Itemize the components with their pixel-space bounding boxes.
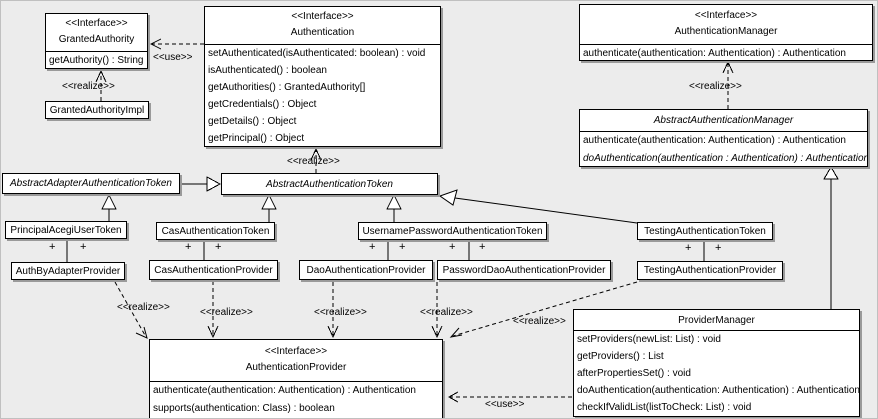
class-principal-acegi-user-token[interactable]: PrincipalAcegiUserToken <box>5 221 127 239</box>
class-granted-authority[interactable]: <<Interface>> GrantedAuthority getAuthor… <box>45 13 148 69</box>
method-row: authenticate(authentication: Authenticat… <box>153 385 416 396</box>
class-cas-authentication-provider[interactable]: CasAuthenticationProvider <box>149 260 278 280</box>
realize-label: <<realize>> <box>117 302 170 313</box>
method-row: authenticate(authentication: Authenticat… <box>583 48 846 59</box>
class-name: AbstractAuthenticationToken <box>266 178 393 190</box>
method-row: getPrincipal() : Object <box>208 133 305 144</box>
class-name: CasAuthenticationToken <box>161 225 270 237</box>
realize-edge-grantedauthorityimpl[interactable] <box>95 69 107 101</box>
class-granted-authority-impl[interactable]: GrantedAuthorityImpl <box>45 101 149 119</box>
generalization-edge-usernamepasswordtoken[interactable] <box>386 193 402 222</box>
class-authentication-provider[interactable]: <<Interface>> AuthenticationProvider aut… <box>149 339 443 418</box>
class-name: ProviderManager <box>574 310 859 331</box>
class-name: AuthenticationProvider <box>245 362 347 373</box>
class-header: <<Interface>> AuthenticationManager <box>580 5 872 45</box>
class-name: AbstractAdapterAuthenticationToken <box>10 178 172 189</box>
method-row: getAuthorities() : GrantedAuthority[] <box>208 82 366 93</box>
class-name: PasswordDaoAuthenticationProvider <box>442 264 606 276</box>
realize-edge-abstractauthenticationtoken[interactable] <box>310 147 322 173</box>
method-row: setProviders(newList: List) : void <box>577 334 721 345</box>
class-name: PrincipalAcegiUserToken <box>10 224 122 236</box>
class-authentication[interactable]: <<Interface>> Authentication setAuthenti… <box>204 6 441 147</box>
stereotype-label: <<Interface>> <box>65 18 128 29</box>
class-name: DaoAuthenticationProvider <box>306 264 426 276</box>
method-row: getProviders() : List <box>577 351 664 362</box>
class-testing-authentication-token[interactable]: TestingAuthenticationToken <box>637 222 773 240</box>
class-header: <<Interface>> Authentication <box>205 7 440 45</box>
class-username-password-authentication-token[interactable]: UsernamePasswordAuthenticationToken <box>358 222 547 240</box>
realize-label: <<realize>> <box>420 307 473 318</box>
class-abstract-adapter-authentication-token[interactable]: AbstractAdapterAuthenticationToken <box>2 173 180 194</box>
method-row: afterPropertiesSet() : void <box>577 368 691 379</box>
method-row: doAuthentication(authentication : Authen… <box>583 153 867 164</box>
generalization-edge-providermanager[interactable] <box>823 166 839 309</box>
association-end-label: + <box>80 241 87 253</box>
method-row: checkIfValidList(listToCheck: List) : vo… <box>577 402 752 413</box>
class-header: <<Interface>> AuthenticationProvider <box>150 340 442 382</box>
class-name: AuthenticationManager <box>674 26 778 37</box>
method-row: doAuthentication(authentication: Authent… <box>577 385 859 396</box>
method-row: getCredentials() : Object <box>208 99 317 110</box>
association-end-label: + <box>449 241 456 253</box>
association-end-label: + <box>479 241 486 253</box>
class-name: GrantedAuthorityImpl <box>49 104 145 116</box>
realize-label: <<realize>> <box>62 81 115 92</box>
realize-label: <<realize>> <box>314 307 367 318</box>
class-testing-authentication-provider[interactable]: TestingAuthenticationProvider <box>637 261 783 280</box>
class-header: <<Interface>> GrantedAuthority <box>46 14 147 52</box>
use-label: <<use>> <box>153 52 193 63</box>
method-row: getAuthority() : String <box>49 55 144 66</box>
generalization-edge-testingtoken[interactable] <box>438 189 638 224</box>
association-end-label: + <box>715 242 722 254</box>
stereotype-label: <<Interface>> <box>264 346 328 357</box>
use-edge-providermanager-to-authenticationprovider[interactable] <box>447 391 572 403</box>
class-dao-authentication-provider[interactable]: DaoAuthenticationProvider <box>299 260 433 280</box>
use-label: <<use>> <box>485 399 525 410</box>
class-name: Authentication <box>290 27 355 38</box>
class-name: UsernamePasswordAuthenticationToken <box>362 225 543 237</box>
association-end-label: + <box>185 241 192 253</box>
stereotype-label: <<Interface>> <box>291 11 354 22</box>
method-row: setAuthenticated(isAuthenticated: boolea… <box>208 48 426 59</box>
realize-edge-testingauthenticationprovider[interactable] <box>449 281 638 338</box>
realize-label: <<realize>> <box>287 156 340 167</box>
association-end-label: + <box>369 241 376 253</box>
association-end-label: + <box>685 242 692 254</box>
realize-edge-daoauthenticationprovider[interactable] <box>327 282 339 339</box>
class-abstract-authentication-manager[interactable]: AbstractAuthenticationManager authentica… <box>579 109 868 167</box>
class-name: AbstractAuthenticationManager <box>580 110 867 132</box>
realize-edge-passworddaoauthenticationprovider[interactable] <box>431 282 443 339</box>
realize-label: <<realize>> <box>200 307 253 318</box>
realize-edge-casauthenticationprovider[interactable] <box>207 281 219 339</box>
class-cas-authentication-token[interactable]: CasAuthenticationToken <box>156 222 275 240</box>
class-name: TestingAuthenticationProvider <box>643 265 777 276</box>
method-row: isAuthenticated() : boolean <box>208 65 327 76</box>
realize-edge-authbyadapterprovider[interactable] <box>114 281 148 339</box>
class-name: GrantedAuthority <box>58 34 135 45</box>
class-authentication-manager[interactable]: <<Interface>> AuthenticationManager auth… <box>579 4 873 61</box>
realize-label: <<realize>> <box>513 316 566 327</box>
stereotype-label: <<Interface>> <box>694 10 758 21</box>
class-password-dao-authentication-provider[interactable]: PasswordDaoAuthenticationProvider <box>437 260 611 280</box>
class-abstract-authentication-token[interactable]: AbstractAuthenticationToken <box>221 173 438 195</box>
class-auth-by-adapter-provider[interactable]: AuthByAdapterProvider <box>11 262 125 280</box>
class-name: TestingAuthenticationToken <box>644 225 766 237</box>
class-provider-manager[interactable]: ProviderManager setProviders(newList: Li… <box>573 309 860 417</box>
class-name: CasAuthenticationProvider <box>154 264 273 276</box>
realize-edge-abstractauthenticationmanager[interactable] <box>722 60 734 109</box>
class-name: AuthByAdapterProvider <box>15 265 121 277</box>
generalization-edge-abstractadapter[interactable] <box>180 176 222 192</box>
use-edge-authentication-to-grantedauthority[interactable] <box>149 38 204 50</box>
association-end-label: + <box>49 241 56 253</box>
generalization-edge-casauthenticationtoken[interactable] <box>261 193 277 222</box>
association-end-label: + <box>399 241 406 253</box>
method-row: authenticate(authentication: Authenticat… <box>583 135 846 146</box>
association-end-label: + <box>215 241 222 253</box>
generalization-edge-principalacegiusertoken[interactable] <box>101 193 117 221</box>
method-row: getDetails() : Object <box>208 116 297 127</box>
realize-label: <<realize>> <box>689 81 742 92</box>
method-row: supports(authentication: Class) : boolea… <box>153 403 335 414</box>
